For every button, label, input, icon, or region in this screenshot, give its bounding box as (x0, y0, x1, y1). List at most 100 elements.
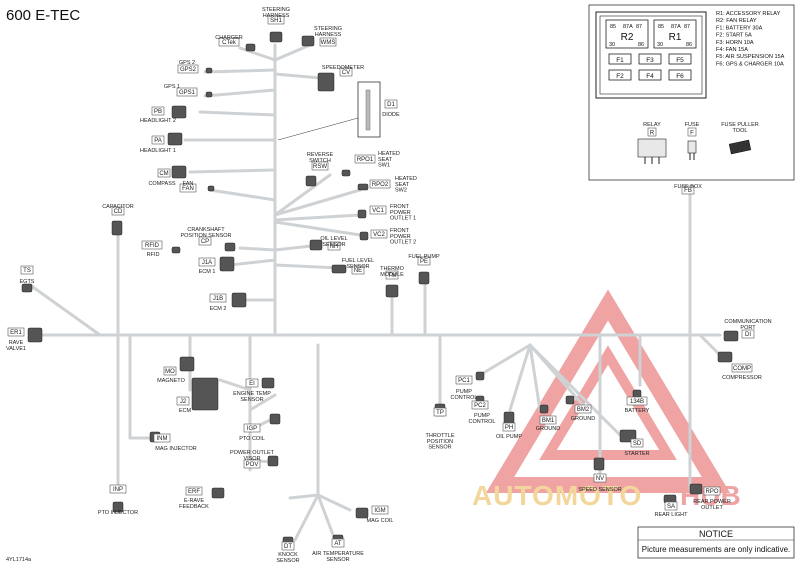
connector-plug-igp (269, 413, 281, 425)
connector-code-ei: EI (249, 381, 255, 387)
connector-code-box-di (741, 329, 755, 339)
connector-code-gps2: GPS2 (180, 67, 197, 73)
svg-text:AUTOMOTO: AUTOMOTO (472, 480, 642, 511)
connector-code-rpo1: RPO1 (357, 157, 374, 163)
legend-item: R2: FAN RELAY (716, 18, 757, 24)
connector-code-gps1: GPS1 (179, 90, 196, 96)
connector-label-gps1: GPS 1 (164, 84, 180, 90)
connector-label-j2: ECM (179, 408, 192, 414)
connector-code-igm: IGM (374, 508, 385, 514)
legend-item: F2: START 5A (716, 33, 752, 39)
relay-name: R2 (621, 32, 634, 43)
connector-code-at: AT (334, 541, 342, 547)
connector-code-bm1: BM1 (542, 418, 555, 424)
fuse-f1: F1 (608, 53, 632, 65)
connector-code-mo: MO (165, 369, 175, 375)
relay-pin-label: 87A (623, 24, 633, 30)
connector-code-box-ts (20, 265, 34, 275)
connector-code-box-cd (111, 206, 125, 216)
fuse-box-part-code: R (650, 131, 655, 137)
connector-code-j1a: J1A (202, 260, 212, 266)
connector-label-cd: CAPACITOR (102, 204, 134, 210)
connector-plug-mo (179, 356, 195, 372)
connector-label-bm2: GROUND (571, 416, 595, 422)
fuse-f2: F2 (608, 69, 632, 81)
connector-plug-cv (317, 72, 335, 92)
connector-code-d1: D1 (387, 102, 395, 108)
connector-code-rfid: RFID (145, 243, 160, 249)
connector-plug-vc1 (357, 209, 367, 219)
connector-code-pb: PB (154, 109, 162, 115)
connector-plug-igm (355, 507, 369, 519)
fuse-box-part-label: FUSE (685, 122, 700, 128)
connector-code-cp: CP (201, 239, 209, 245)
connector-code-box-nh (327, 241, 341, 251)
connector-code-di: DI (745, 332, 751, 338)
connector-label-ph: OIL PUMP (496, 434, 522, 440)
connector-label-fan: FAN (183, 181, 194, 187)
notice-box: NOTICE Picture measurements are only ind… (637, 526, 795, 559)
connector-code-box-ctek (218, 37, 240, 47)
relay-pin-label: 30 (657, 42, 663, 48)
connector-label-bm1: GROUND (536, 426, 560, 432)
connector-plug-sh1 (269, 31, 283, 43)
legend-item: F4: FAN 15A (716, 47, 748, 53)
connector-code-box-bm1 (539, 415, 557, 425)
page-title: 600 E-TEC (6, 7, 80, 24)
connector-code-nv: NV (596, 476, 604, 482)
connector-plug-j2 (191, 377, 219, 411)
connector-plug-tm (385, 284, 399, 298)
connector-label-nv: SPEED SENSOR (578, 487, 621, 493)
connector-label-j1b: ECM 2 (210, 306, 227, 312)
connector-code-box-mo (163, 366, 177, 376)
relay-pin-label: 86 (686, 42, 692, 48)
connector-label-cm: COMPASS (148, 181, 175, 187)
connector-code-box-gps2 (177, 64, 199, 74)
connector-code-box-rfid (141, 240, 163, 250)
relay-pin-label: 85 (610, 24, 616, 30)
connector-plug-j1b (231, 292, 247, 308)
connector-plug-gps1 (205, 91, 213, 98)
connector-code-ts: TS (23, 268, 31, 274)
relay-pin-label: 87 (636, 24, 642, 30)
fuse-label: F2 (616, 73, 624, 80)
relay-name: R1 (669, 32, 682, 43)
connector-code-nh: NH (330, 244, 339, 250)
legend-item: F1: BATTERY 30A (716, 25, 763, 31)
relay-pin-label: 86 (638, 42, 644, 48)
connector-plug-bm1 (539, 404, 549, 414)
connector-code-box-sa (664, 501, 678, 511)
connector-code-vc1: VC1 (372, 208, 384, 214)
connector-code-er1: ER1 (10, 330, 22, 336)
connector-plug-rpo2 (357, 183, 369, 191)
connector-code-box-rsw (311, 161, 329, 171)
connector-code-box-fb (681, 185, 695, 195)
connector-code-box-cv (339, 67, 353, 77)
relay-pin-label: 85 (658, 24, 664, 30)
